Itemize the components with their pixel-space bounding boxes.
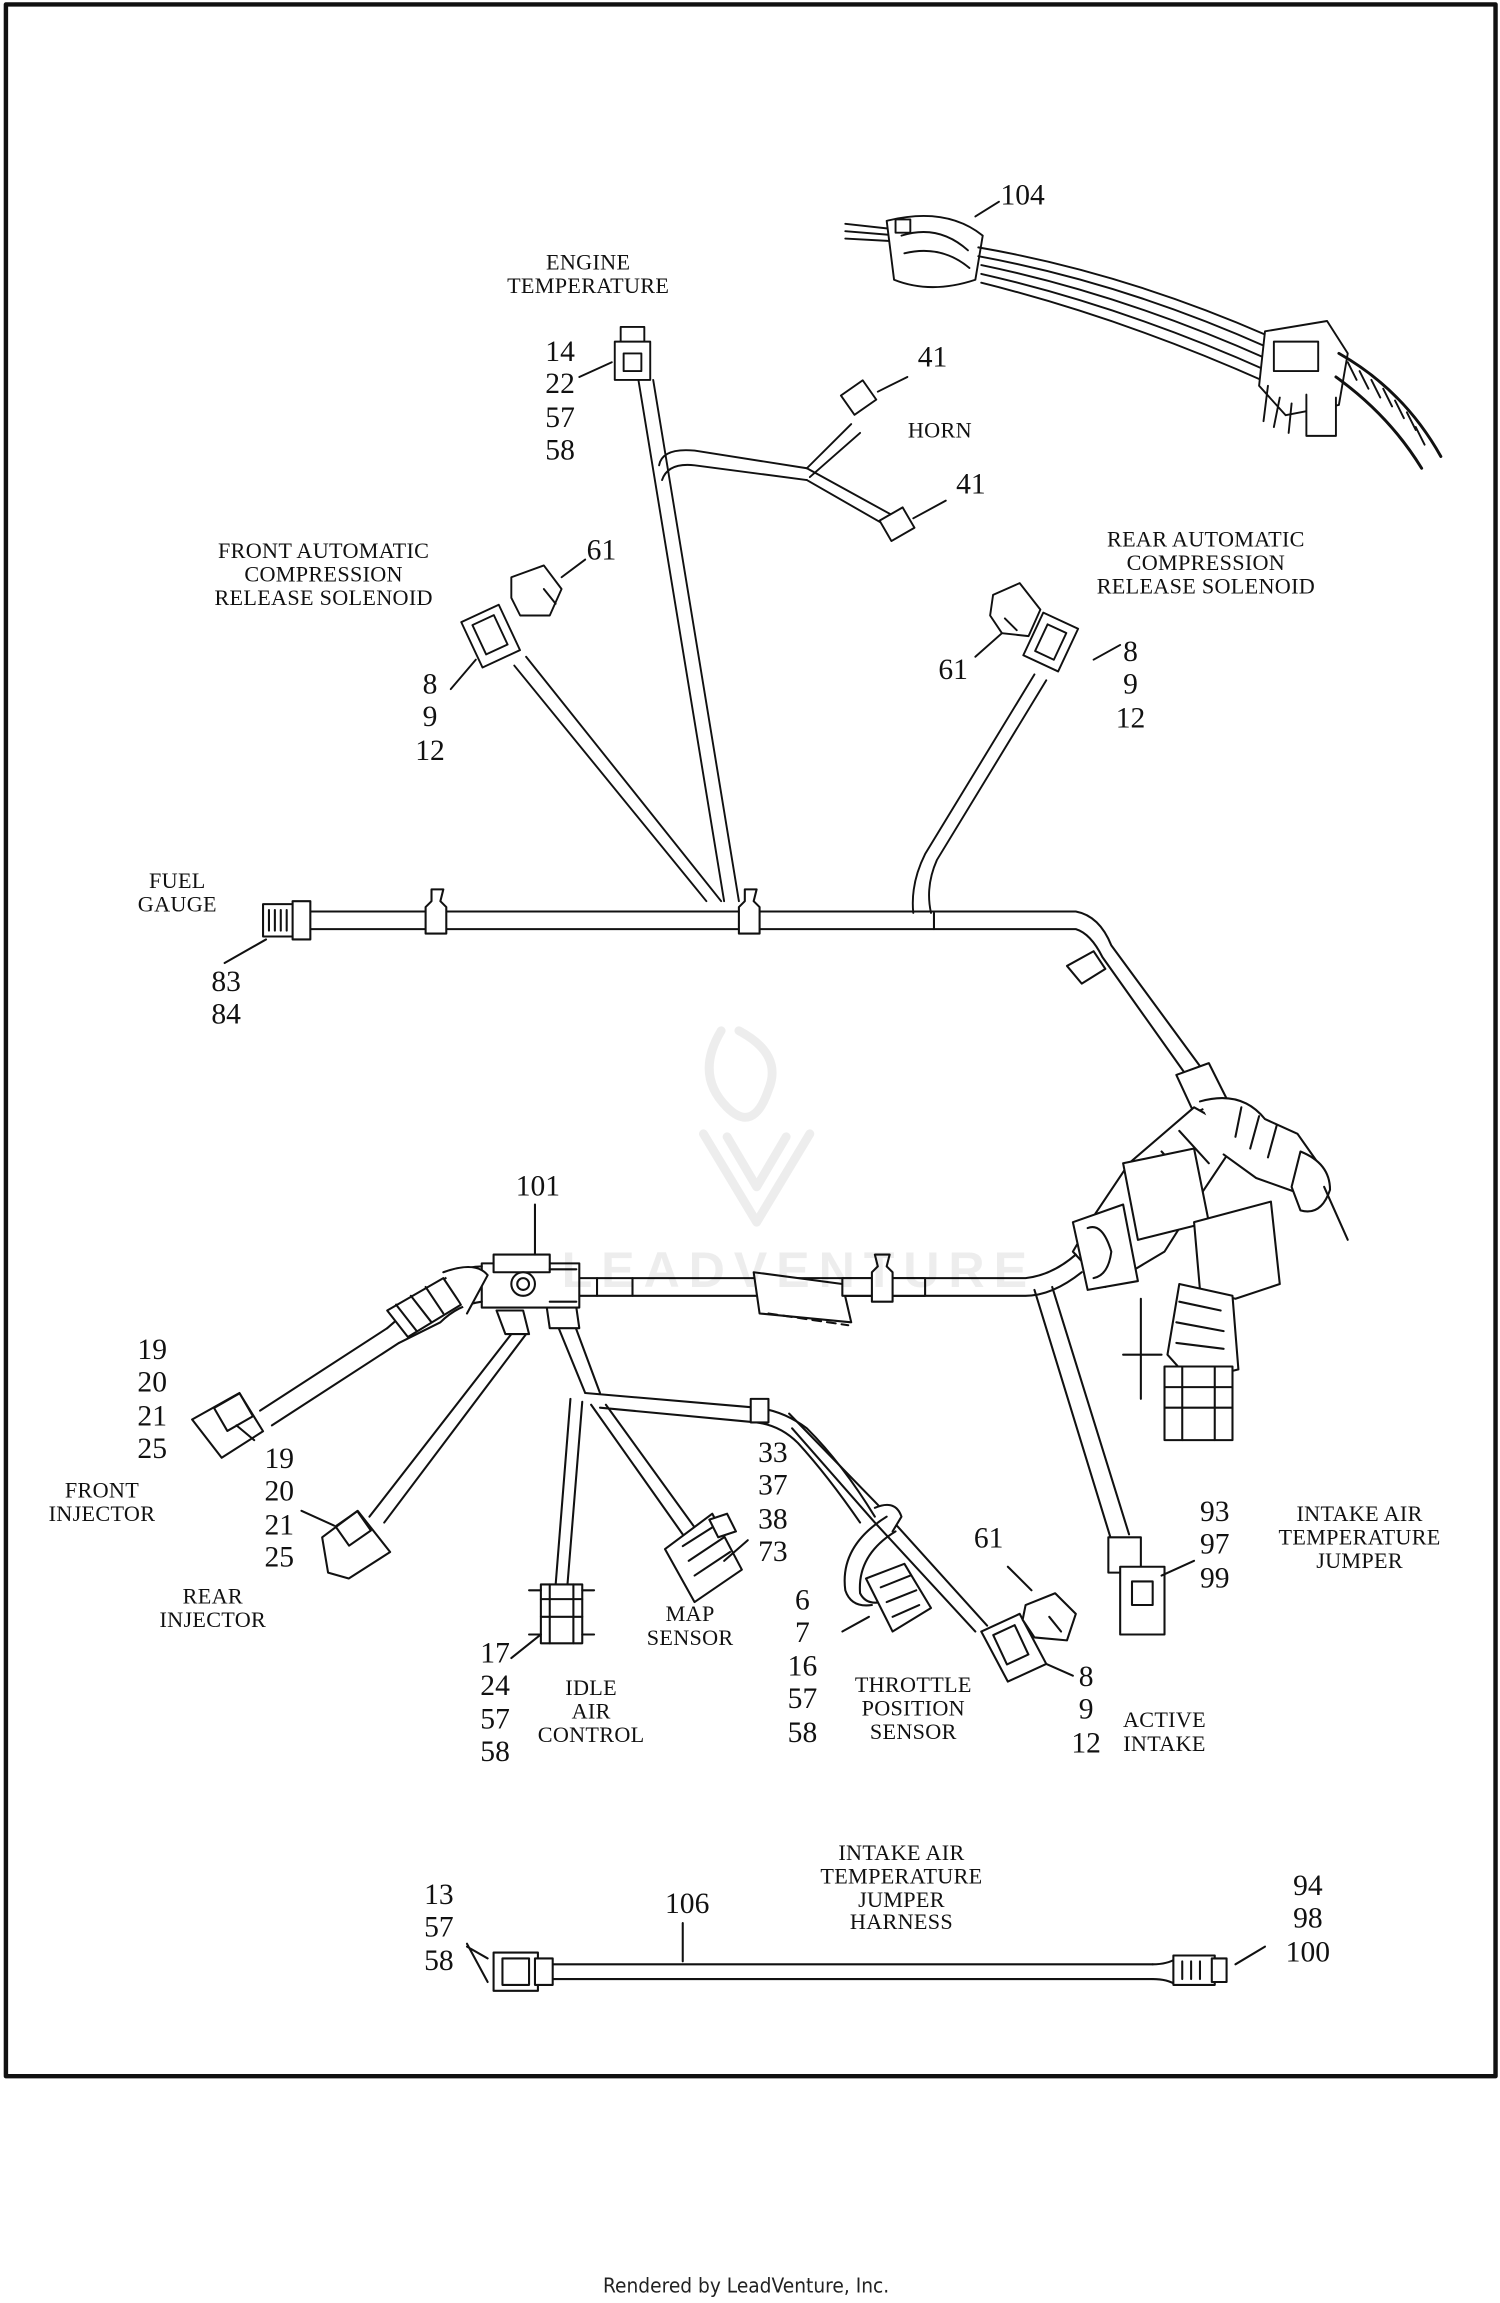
jumper-right-parts: 94 98 100	[1285, 1870, 1331, 1969]
tps-caption: THROTTLE POSITION SENSOR	[854, 1674, 972, 1745]
rear-injector-caption: REAR INJECTOR	[159, 1585, 267, 1633]
horn-caption: HORN	[907, 419, 972, 444]
horn-part-lower: 41	[956, 468, 986, 501]
idle-air-parts: 17 24 57 58	[480, 1637, 510, 1769]
iat-jumper-parts: 93 97 99	[1199, 1496, 1230, 1595]
front-acr-parts: 8 9 12	[415, 668, 445, 767]
main-trunk	[223, 888, 1202, 1079]
front-injector-parts: 19 20 21 25	[137, 1334, 167, 1466]
jumper-harness-part-106: 106	[665, 1887, 710, 1921]
horn-part-upper: 41	[917, 341, 948, 375]
idle-air-caption: IDLE AIR CONTROL	[537, 1677, 645, 1748]
rear-acr-parts: 8 9 12	[1115, 636, 1146, 735]
junction-101: 101	[515, 1170, 561, 1204]
front-acr-branch	[449, 558, 723, 903]
harness-104	[844, 200, 1443, 470]
rear-injector-parts: 19 20 21 25	[264, 1443, 295, 1575]
callout-104: 104	[1000, 179, 1045, 213]
front-acr-caption: FRONT AUTOMATIC COMPRESSION RELEASE SOLE…	[214, 540, 433, 611]
intake-region	[1071, 1062, 1349, 1442]
fuel-gauge-parts: 83 84	[211, 965, 241, 1032]
map-sensor-caption: MAP SENSOR	[646, 1603, 734, 1651]
engine-temperature-caption: ENGINE TEMPERATURE	[507, 251, 670, 299]
front-acr-cap-part: 61	[586, 534, 617, 567]
active-intake-parts: 8 9 12	[1071, 1660, 1101, 1760]
iat-jumper-caption: INTAKE AIR TEMPERATURE JUMPER	[1278, 1503, 1441, 1574]
tps-parts: 6 7 16 57 58	[787, 1584, 818, 1749]
active-intake-cap-part: 61	[973, 1522, 1004, 1555]
diagram-frame	[3, 2, 1498, 2079]
rear-acr-branch	[911, 582, 1122, 914]
jumper-harness-caption: INTAKE AIR TEMPERATURE JUMPER HARNESS	[820, 1842, 983, 1936]
jumper-harness-106	[465, 1922, 1267, 1992]
rear-acr-caption: REAR AUTOMATIC COMPRESSION RELEASE SOLEN…	[1096, 528, 1316, 599]
map-sensor-parts: 33 37 38 73	[758, 1437, 788, 1569]
jumper-left-parts: 13 57 58	[424, 1878, 454, 1978]
engine-temp-branch	[578, 325, 947, 903]
footer-credit: Rendered by LeadVenture, Inc.	[602, 2275, 890, 2299]
rear-acr-cap-part: 61	[938, 653, 968, 687]
watermark-text: LEADVENTURE	[561, 1242, 1036, 1299]
front-injector-caption: FRONT INJECTOR	[48, 1479, 156, 1527]
lower-harness	[191, 1203, 1196, 1683]
fuel-gauge-caption: FUEL GAUGE	[137, 870, 217, 917]
active-intake-caption: ACTIVE INTAKE	[1122, 1709, 1207, 1757]
watermark-logo	[698, 1026, 815, 1227]
engine-temperature-parts: 14 22 57 58	[545, 335, 575, 468]
